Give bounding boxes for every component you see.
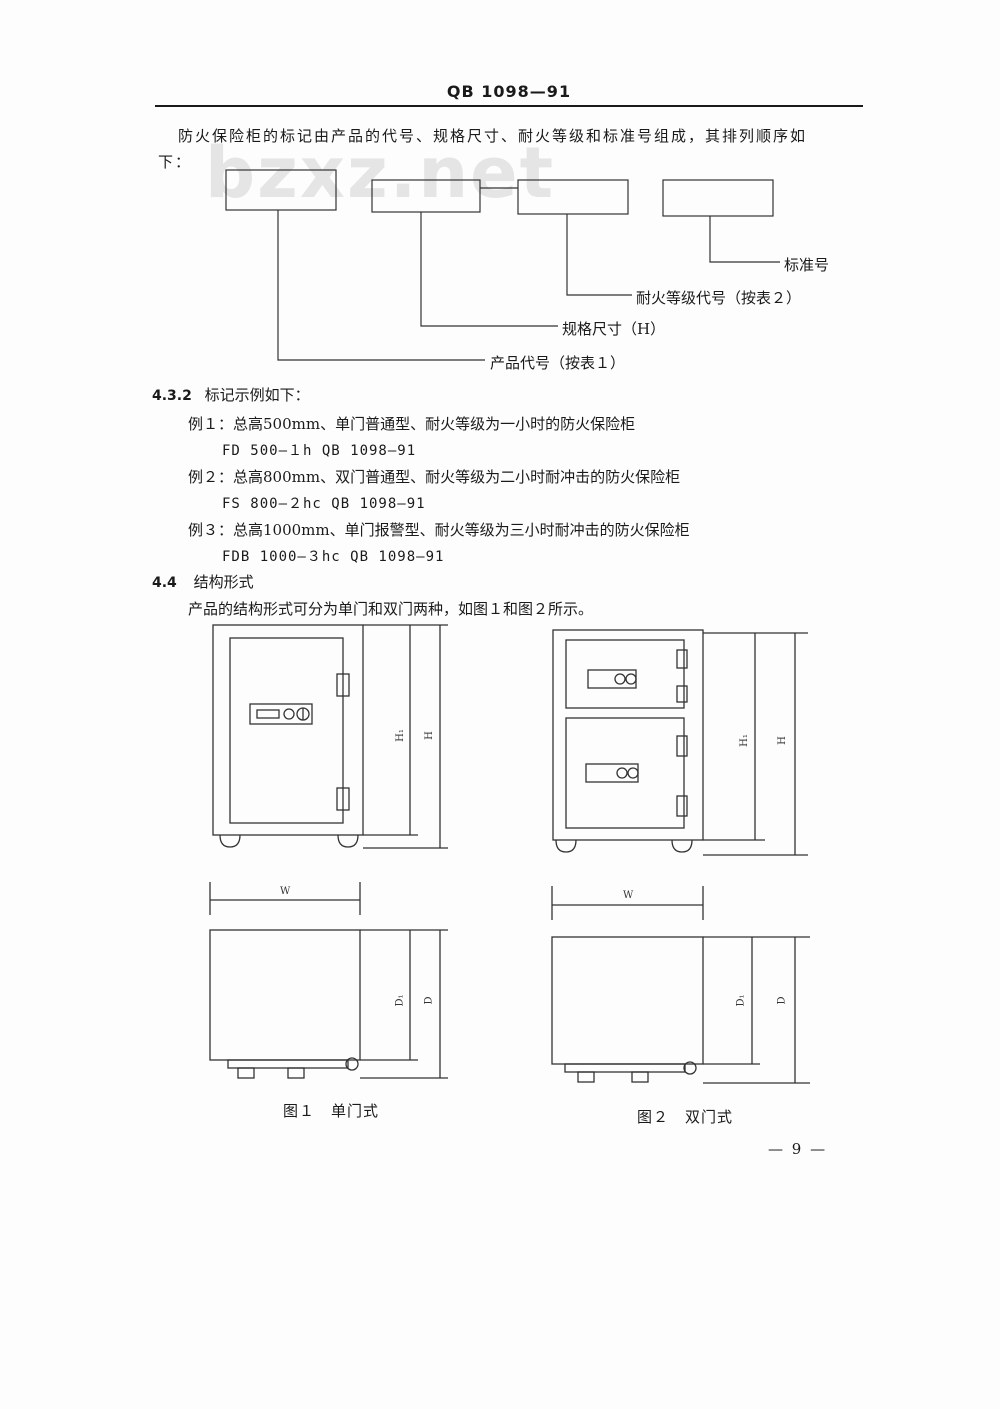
section-title: 标记示例如下： xyxy=(204,386,310,404)
leader-product-code xyxy=(277,210,485,361)
section-4-4-text: 产品的结构形式可分为单门和双门两种，如图１和图２所示。 xyxy=(188,600,594,618)
fig1-dim-w: W xyxy=(280,886,291,897)
watermark: bzxz.net xyxy=(205,132,556,214)
box-standard xyxy=(662,179,774,217)
label-size: 规格尺寸（H） xyxy=(562,320,666,338)
fig2-top-view xyxy=(551,886,810,1084)
standard-header: QB 1098—91 xyxy=(446,82,572,101)
section-4-4-heading: 4.4 结构形式 xyxy=(152,571,254,592)
label-standard: 标准号 xyxy=(784,256,830,274)
box-product-code xyxy=(225,169,337,211)
fig2-dim-h: H xyxy=(776,736,788,745)
example-3-desc: 例３：总高1000mm、单门报警型、耐火等级为三小时耐冲击的防火保险柜 xyxy=(188,521,690,539)
box-size xyxy=(371,179,481,213)
fig2-dim-h1: H₁ xyxy=(738,734,750,747)
section-title: 结构形式 xyxy=(193,573,254,591)
intro-line-2: 下： xyxy=(158,153,193,171)
intro-line-1: 防火保险柜的标记由产品的代号、规格尺寸、耐火等级和标准号组成，其排列顺序如 xyxy=(178,127,808,145)
fig2-dim-w: W xyxy=(623,890,634,901)
fig1-dim-d: D xyxy=(423,996,435,1005)
fig2-caption: 图２ 双门式 xyxy=(637,1108,734,1126)
example-3-code: FDB 1000—３hc QB 1098—91 xyxy=(222,549,445,565)
fig1-dim-h: H xyxy=(423,731,435,740)
example-2-desc: 例２：总高800mm、双门普通型、耐火等级为二小时耐冲击的防火保险柜 xyxy=(188,468,681,486)
fig2-dim-d1: D₁ xyxy=(735,994,747,1007)
header-rule xyxy=(155,105,863,107)
leader-fire-grade xyxy=(566,214,632,296)
leader-size xyxy=(420,212,558,327)
fig1-dim-h1: H₁ xyxy=(394,729,406,742)
leader-standard xyxy=(709,216,780,263)
example-1-code: FD 500—１h QB 1098—91 xyxy=(222,443,417,459)
fig2-dim-d: D xyxy=(776,996,788,1005)
box-fire-grade xyxy=(517,179,629,215)
fig1-top-view xyxy=(209,882,448,1079)
marking-diagram xyxy=(225,169,780,361)
example-1-desc: 例１：总高500mm、单门普通型、耐火等级为一小时的防火保险柜 xyxy=(188,415,636,433)
fig1-front-view xyxy=(212,624,448,849)
section-number: 4.3.2 xyxy=(152,388,192,404)
fig1-caption: 图１ 单门式 xyxy=(283,1102,380,1120)
section-number: 4.4 xyxy=(152,575,177,591)
fig2-front-view xyxy=(552,629,808,856)
page-number: — 9 — xyxy=(768,1140,828,1158)
section-4-3-2-heading: 4.3.2 标记示例如下： xyxy=(152,384,310,405)
fig1-dim-d1: D₁ xyxy=(394,994,406,1007)
example-2-code: FS 800—２hc QB 1098—91 xyxy=(222,496,426,512)
label-product-code: 产品代号（按表１） xyxy=(490,354,626,372)
label-fire-grade: 耐火等级代号（按表２） xyxy=(636,289,802,307)
